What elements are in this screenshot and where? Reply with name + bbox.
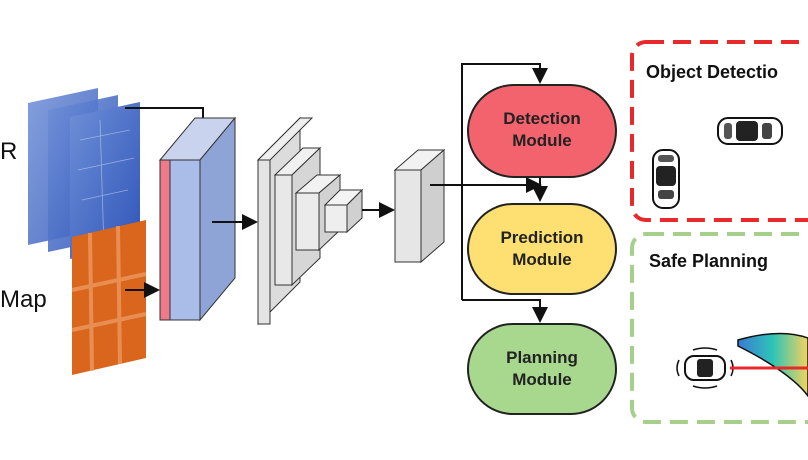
planning-module [467, 323, 617, 415]
ego-vehicle-icon [676, 347, 734, 389]
backbone-pyramid [256, 116, 364, 326]
detection-module-label: Detection Module [467, 108, 617, 152]
lidar-input-stack [28, 88, 140, 259]
detection-module-line2: Module [512, 131, 572, 150]
shared-feature-block [393, 148, 446, 264]
car-top-view-icon [652, 149, 680, 209]
lidar-label: R [0, 138, 18, 165]
prediction-module [467, 203, 617, 295]
prediction-module-label: Prediction Module [467, 227, 617, 271]
planning-module-label: Planning Module [467, 347, 617, 391]
planning-module-line1: Planning [506, 348, 578, 367]
prediction-module-line1: Prediction [500, 228, 584, 247]
safe-planning-title: Safe Planning [649, 251, 769, 271]
prediction-module-line2: Module [512, 250, 572, 269]
detection-module-line1: Detection [503, 109, 581, 128]
map-input [71, 220, 147, 375]
planning-module-line2: Module [512, 370, 572, 389]
object-detection-panel [630, 40, 808, 222]
fused-feature-block [158, 116, 237, 322]
safe-planning-panel [630, 232, 808, 424]
object-detection-title: Object Detectio [646, 62, 779, 82]
trajectory-fan-icon [730, 332, 808, 398]
detection-module [467, 84, 617, 178]
map-label: Map [0, 286, 47, 313]
module-connections [430, 63, 548, 323]
car-top-view-icon [717, 117, 783, 145]
